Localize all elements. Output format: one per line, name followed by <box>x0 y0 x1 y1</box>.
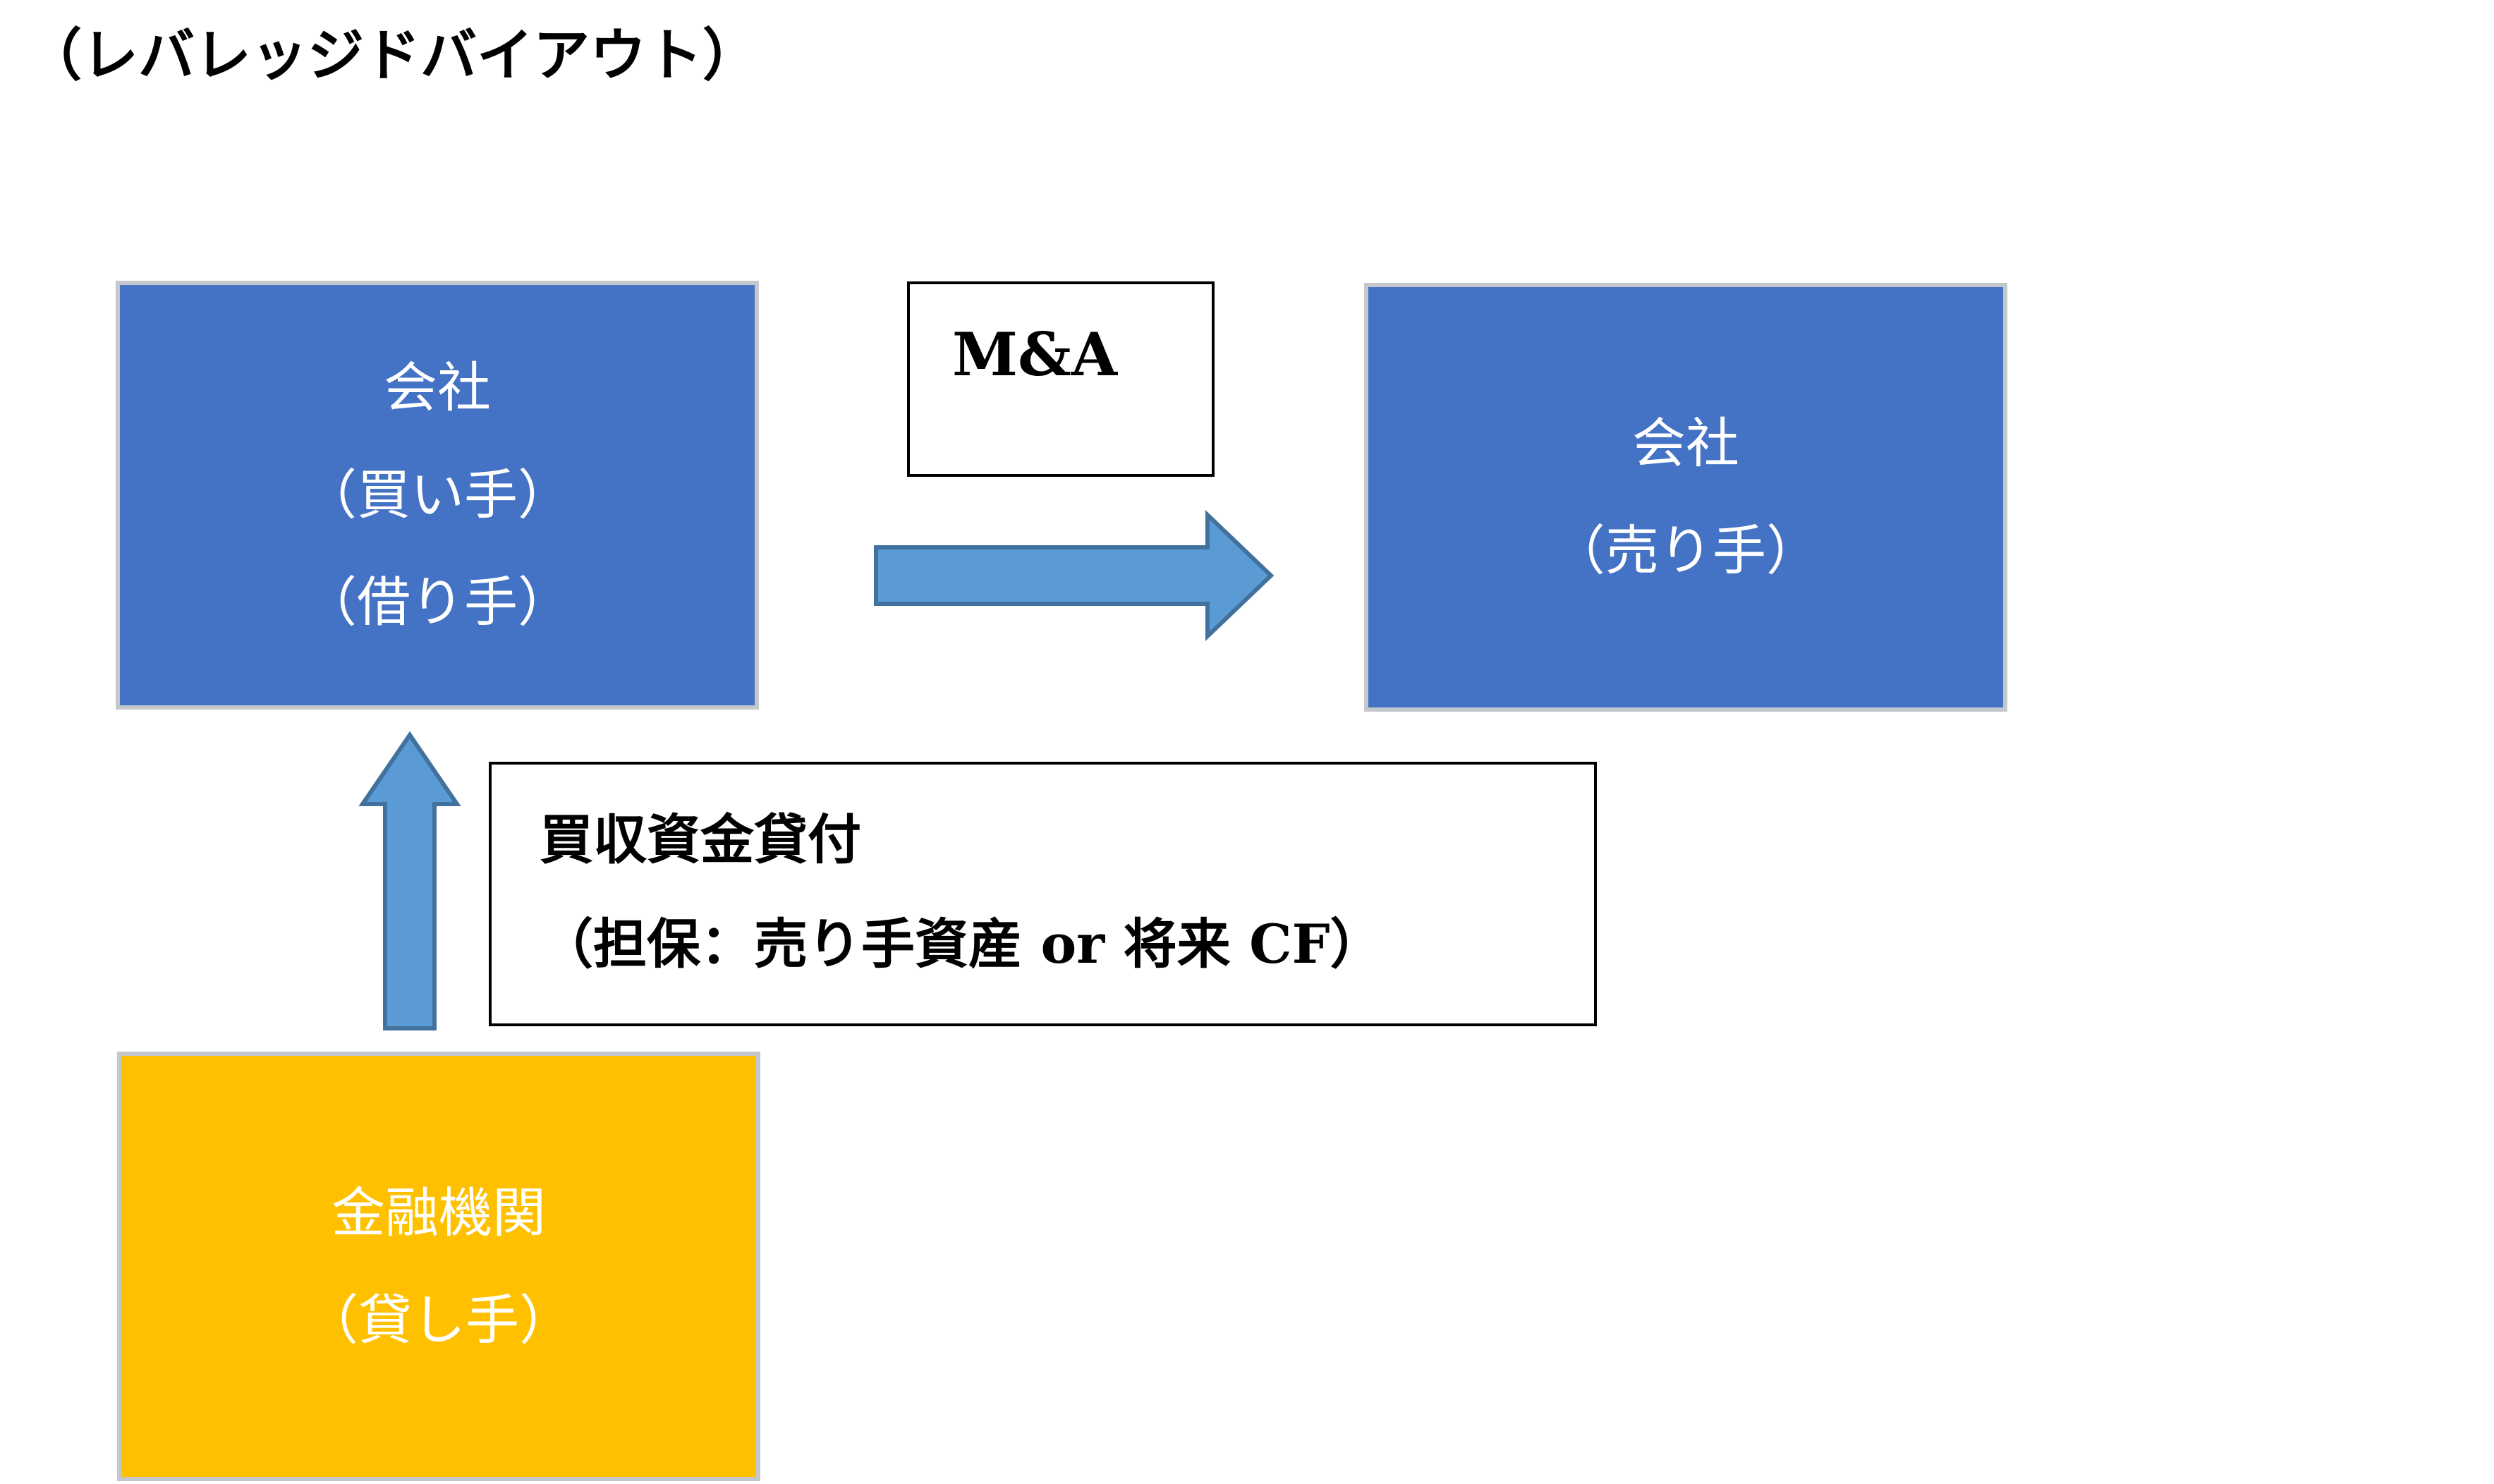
buyer-company-name: 会社 <box>384 356 491 419</box>
seller-company-name: 会社 <box>1632 412 1739 475</box>
ma-label-box: M&A <box>907 281 1215 477</box>
buyer-company-box: 会社 （買い手） （借り手） <box>116 281 759 710</box>
diagram-title: （レバレッジドバイアウト） <box>25 22 759 88</box>
lender-role: （貸し手） <box>305 1288 573 1351</box>
loan-title: 買収資金貸付 <box>540 808 861 871</box>
seller-company-box: 会社 （売り手） <box>1364 283 2007 712</box>
ma-label: M&A <box>952 320 1117 389</box>
lender-box: 金融機関 （貸し手） <box>117 1052 760 1481</box>
right-arrow-icon <box>874 509 1275 642</box>
buyer-role-buyer: （買い手） <box>303 463 571 526</box>
lender-name: 金融機関 <box>331 1181 546 1244</box>
loan-collateral-note: （担保：売り手資産 or 将来 CF） <box>540 913 1384 975</box>
seller-role-seller: （売り手） <box>1552 519 1820 582</box>
buyer-role-borrower: （借り手） <box>303 571 571 633</box>
loan-label-box: 買収資金貸付 （担保：売り手資産 or 将来 CF） <box>489 762 1597 1026</box>
up-arrow-icon <box>358 731 461 1030</box>
